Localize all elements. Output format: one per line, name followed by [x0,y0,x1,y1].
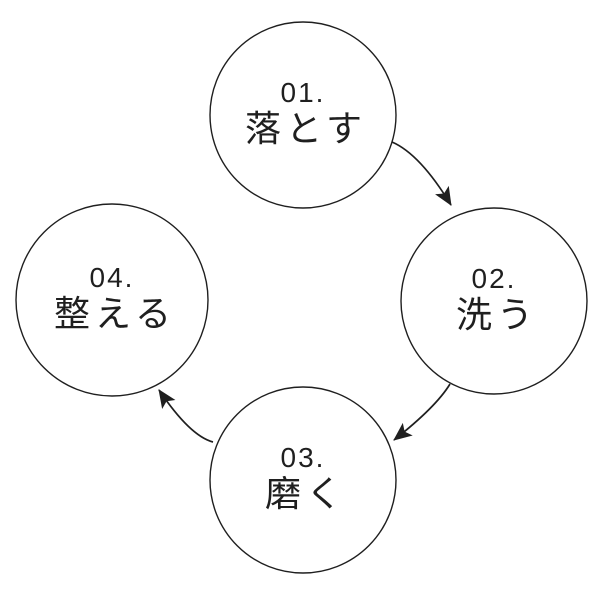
arrow-step2-to-step3-icon [393,383,451,441]
arrow-step3-to-step4-icon [158,389,214,443]
step4-circle [15,203,209,397]
step1-number: 01. [281,77,326,108]
step2-label: 洗う [456,294,538,335]
step2-circle [400,207,588,395]
step4-number: 04. [90,262,135,293]
step1-label: 落とす [245,108,367,149]
step2-number: 02. [472,263,517,294]
step4-label: 整える [54,293,176,334]
step1-circle [209,21,397,209]
step3-label: 磨く [265,473,347,514]
step3-number: 03. [281,442,326,473]
step3-circle [209,386,397,574]
arrow-step1-to-step2-icon [391,141,452,206]
